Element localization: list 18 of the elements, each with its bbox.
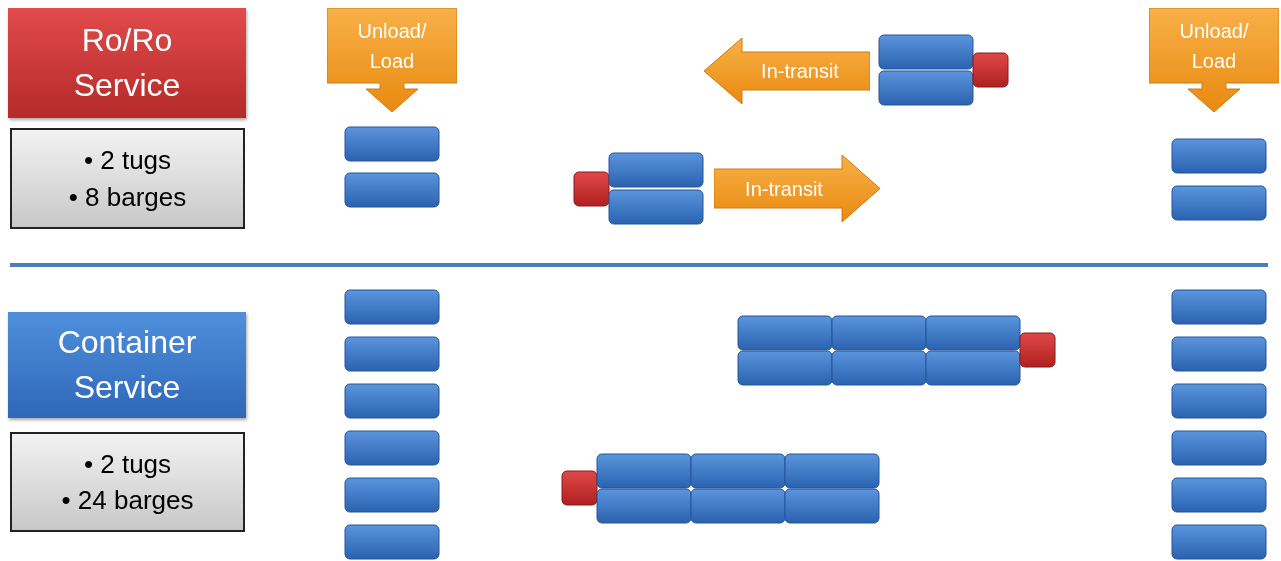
in-transit-arrow [704,38,870,104]
list-item: • 2 tugs [83,144,172,178]
unload-load-callout-arrow [327,8,457,112]
list-item: • 2 tugs [83,447,172,481]
callout-label: Unload/ Load [1178,19,1250,74]
unload-load-callout-arrow [1149,8,1279,112]
list-item: • 24 barges [61,484,194,517]
in-transit-arrow [714,155,880,222]
fleet-list-box [10,432,245,532]
list-item: • 8 barges [68,180,187,214]
fleet-list-box [10,128,245,229]
service-title-box [8,8,246,118]
service-title-box [8,312,246,418]
arrow-label: In-transit [745,176,823,202]
callout-label: Unload/ Load [356,19,428,74]
service-title: Ro/Ro Service [72,21,182,105]
arrow-label: In-transit [761,59,839,84]
service-title: Container Service [56,323,198,407]
